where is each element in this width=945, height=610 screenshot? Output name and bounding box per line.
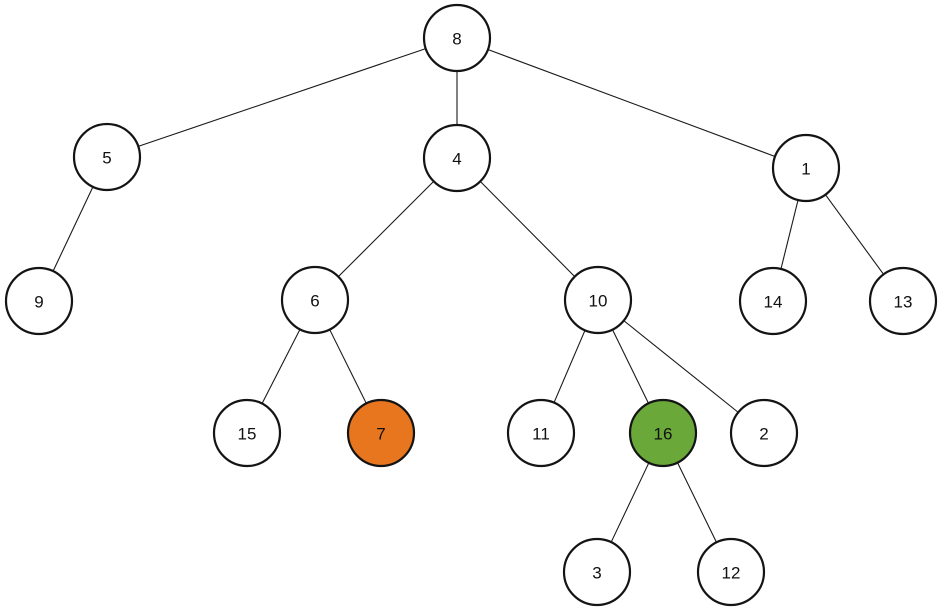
tree-edge bbox=[329, 329, 367, 404]
node-circle[interactable] bbox=[4, 266, 74, 336]
tree-node[interactable]: 13 bbox=[868, 266, 938, 336]
node-circle[interactable] bbox=[563, 265, 633, 335]
tree-edge bbox=[553, 330, 586, 403]
node-circle[interactable] bbox=[72, 122, 142, 192]
node-circle[interactable] bbox=[868, 266, 938, 336]
node-circle[interactable] bbox=[346, 398, 416, 468]
node-circle[interactable] bbox=[422, 3, 492, 73]
tree-edge bbox=[623, 320, 739, 413]
node-circle[interactable] bbox=[696, 537, 766, 607]
tree-node[interactable]: 16 bbox=[628, 398, 698, 468]
tree-edge bbox=[52, 186, 94, 272]
tree-edge bbox=[479, 181, 576, 277]
node-circle[interactable] bbox=[422, 123, 492, 193]
tree-edge bbox=[677, 462, 717, 543]
tree-edge bbox=[825, 194, 884, 275]
tree-node[interactable]: 7 bbox=[346, 398, 416, 468]
tree-node[interactable]: 14 bbox=[738, 266, 808, 336]
tree-edge bbox=[261, 329, 301, 404]
tree-edge bbox=[487, 49, 776, 157]
tree-node[interactable]: 3 bbox=[562, 537, 632, 607]
tree-edge bbox=[780, 199, 799, 270]
tree-node[interactable]: 5 bbox=[72, 122, 142, 192]
node-circle[interactable] bbox=[506, 398, 576, 468]
node-circle[interactable] bbox=[212, 398, 282, 468]
tree-node[interactable]: 10 bbox=[563, 265, 633, 335]
node-circle[interactable] bbox=[771, 133, 841, 203]
tree-edge bbox=[138, 48, 426, 147]
edges-layer bbox=[52, 48, 884, 543]
tree-node[interactable]: 15 bbox=[212, 398, 282, 468]
tree-node[interactable]: 6 bbox=[280, 265, 350, 335]
tree-node[interactable]: 1 bbox=[771, 133, 841, 203]
tree-node[interactable]: 4 bbox=[422, 123, 492, 193]
node-circle[interactable] bbox=[729, 398, 799, 468]
tree-edge bbox=[611, 329, 650, 404]
node-circle[interactable] bbox=[628, 398, 698, 468]
nodes-layer: 8 5 4 1 9 6 10 14 13 15 7 11 16 2 3 12 bbox=[4, 3, 938, 607]
node-circle[interactable] bbox=[562, 537, 632, 607]
tree-node[interactable]: 9 bbox=[4, 266, 74, 336]
tree-edge bbox=[610, 462, 650, 543]
tree-node[interactable]: 2 bbox=[729, 398, 799, 468]
tree-node[interactable]: 8 bbox=[422, 3, 492, 73]
tree-node[interactable]: 11 bbox=[506, 398, 576, 468]
tree-node[interactable]: 12 bbox=[696, 537, 766, 607]
node-circle[interactable] bbox=[738, 266, 808, 336]
node-circle[interactable] bbox=[280, 265, 350, 335]
tree-edge bbox=[337, 180, 435, 278]
